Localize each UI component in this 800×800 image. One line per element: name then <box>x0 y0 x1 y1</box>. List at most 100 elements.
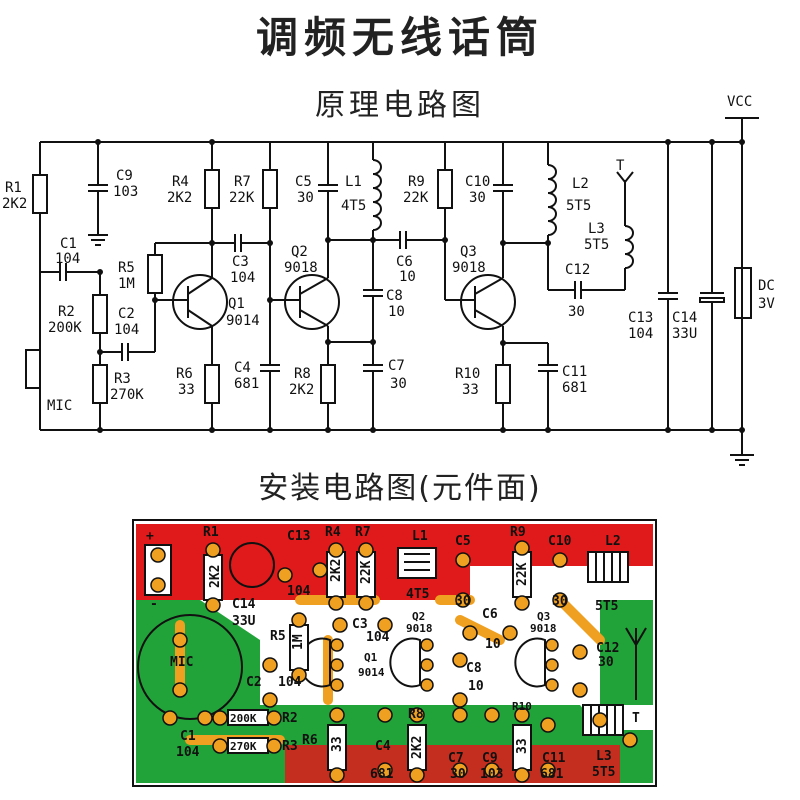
label-l3: L3 <box>588 221 605 237</box>
label-r9-value: 22K <box>403 190 429 206</box>
label-r7-value: 22K <box>229 190 255 206</box>
label-c13: C13 <box>628 310 653 326</box>
pcb-label-c10-value: 30 <box>552 594 568 609</box>
label-q2: Q2 <box>291 244 308 260</box>
pcb-label-r5: R5 <box>270 629 286 644</box>
pcb-label-r7: R7 <box>355 525 371 540</box>
label-l2-value: 5T5 <box>566 198 591 214</box>
label-r10-value: 33 <box>462 382 479 398</box>
label-c14-value: 33U <box>672 326 697 342</box>
label-r2: R2 <box>58 304 75 320</box>
pcb-label-c3: C3 <box>352 617 368 632</box>
pcb-label-r8: R8 <box>408 707 424 722</box>
pcb-label-q3: Q3 <box>537 610 550 623</box>
pcb-label-q3-value: 9018 <box>530 622 557 635</box>
pcb-label-plus: + <box>146 529 154 544</box>
pcb-label-r8-value: 2K2 <box>410 736 425 759</box>
pcb-label-q2: Q2 <box>412 610 425 623</box>
pcb-label-c1-value: 104 <box>176 745 200 760</box>
pcb-label-r9-value: 22K <box>515 562 530 586</box>
pcb-label-minus: - <box>150 597 158 612</box>
pcb-label-r2: R2 <box>282 711 298 726</box>
label-q1-value: 9014 <box>226 313 260 329</box>
label-r9: R9 <box>408 174 425 190</box>
pcb-label-c11-value: 681 <box>540 767 564 782</box>
label-c4-value: 681 <box>234 376 259 392</box>
pcb-label-r10: R10 <box>512 700 532 713</box>
label-q3-value: 9018 <box>452 260 486 276</box>
pcb-label-c2: C2 <box>246 675 262 690</box>
label-r1: R1 <box>5 180 22 196</box>
label-antenna: T <box>616 158 625 174</box>
pcb-label-mic: MIC <box>170 655 193 670</box>
label-c6-value: 10 <box>399 269 416 285</box>
pcb-label-r1-value: 2K2 <box>208 565 223 588</box>
assembly-title: 安装电路图(元件面) <box>258 471 542 506</box>
pcb-label-l3-value: 5T5 <box>592 765 615 780</box>
pcb-label-l1: L1 <box>412 529 428 544</box>
label-dc: DC <box>758 278 775 294</box>
label-r5-value: 1M <box>118 276 135 292</box>
pcb-label-c6: C6 <box>482 607 498 622</box>
label-c2: C2 <box>118 306 135 322</box>
pcb-label-q1: Q1 <box>364 651 378 664</box>
pcb-label-c5: C5 <box>455 534 471 549</box>
pcb-label-c12-value: 30 <box>598 655 614 670</box>
pcb-label-r7-value: 22K <box>359 560 374 584</box>
pcb-label-l2-value: 5T5 <box>595 599 618 614</box>
label-r8-value: 2K2 <box>289 382 314 398</box>
label-r3-value: 270K <box>110 387 144 403</box>
pcb-label-l1-value: 4T5 <box>406 587 429 602</box>
label-c9-value: 103 <box>113 184 138 200</box>
pcb-label-c8: C8 <box>466 661 482 676</box>
label-c8: C8 <box>386 288 403 304</box>
label-r4-value: 2K2 <box>167 190 192 206</box>
label-c1-value: 104 <box>55 251 80 267</box>
pcb-label-c1: C1 <box>180 729 196 744</box>
label-l3-value: 5T5 <box>584 237 609 253</box>
label-c2-value: 104 <box>114 322 139 338</box>
label-q1: Q1 <box>228 296 245 312</box>
label-c5-value: 30 <box>297 190 314 206</box>
label-c3-value: 104 <box>230 270 255 286</box>
main-title: 调频无线话筒 <box>255 13 544 62</box>
label-c6: C6 <box>396 254 413 270</box>
pcb-label-c2-value: 104 <box>278 675 302 690</box>
label-c4: C4 <box>234 360 251 376</box>
label-r3: R3 <box>114 371 131 387</box>
pcb-label-c5-value: 30 <box>455 594 471 609</box>
label-r4: R4 <box>172 174 189 190</box>
pcb-label-r4-value: 2K2 <box>329 559 344 582</box>
pcb-label-c12: C12 <box>596 641 619 656</box>
label-3v: 3V <box>758 296 775 312</box>
pcb-label-c3-value: 104 <box>366 630 390 645</box>
pcb-label-r6: R6 <box>302 733 318 748</box>
label-c8-value: 10 <box>388 304 405 320</box>
label-l1-value: 4T5 <box>341 198 366 214</box>
label-c7: C7 <box>388 358 405 374</box>
pcb-label-c14: C14 <box>232 597 256 612</box>
pcb-label-c14-value: 33U <box>232 614 256 629</box>
label-c13-value: 104 <box>628 326 653 342</box>
schematic-title: 原理电路图 <box>315 88 485 123</box>
label-r1-value: 2K2 <box>2 196 27 212</box>
pcb-label-c4-value: 681 <box>370 767 394 782</box>
pcb-label-r4: R4 <box>325 525 341 540</box>
label-r8: R8 <box>294 366 311 382</box>
pcb-label-c6-value: 10 <box>485 637 501 652</box>
label-r6: R6 <box>176 366 193 382</box>
pcb-label-c13: C13 <box>287 529 310 544</box>
pcb-label-q2-value: 9018 <box>406 622 433 635</box>
pcb-label-c7-value: 30 <box>450 767 466 782</box>
label-c7-value: 30 <box>390 376 407 392</box>
pcb-label-r2-value: 200K <box>230 712 257 725</box>
pcb-label-r10-value: 33 <box>515 738 530 754</box>
pcb-label-l2: L2 <box>605 534 621 549</box>
pcb-label-l3: L3 <box>596 749 612 764</box>
pcb-label-c10: C10 <box>548 534 572 549</box>
pcb-label-q1-value: 9014 <box>358 666 385 679</box>
label-c12-value: 30 <box>568 304 585 320</box>
pcb-label-r3-value: 270K <box>230 740 257 753</box>
